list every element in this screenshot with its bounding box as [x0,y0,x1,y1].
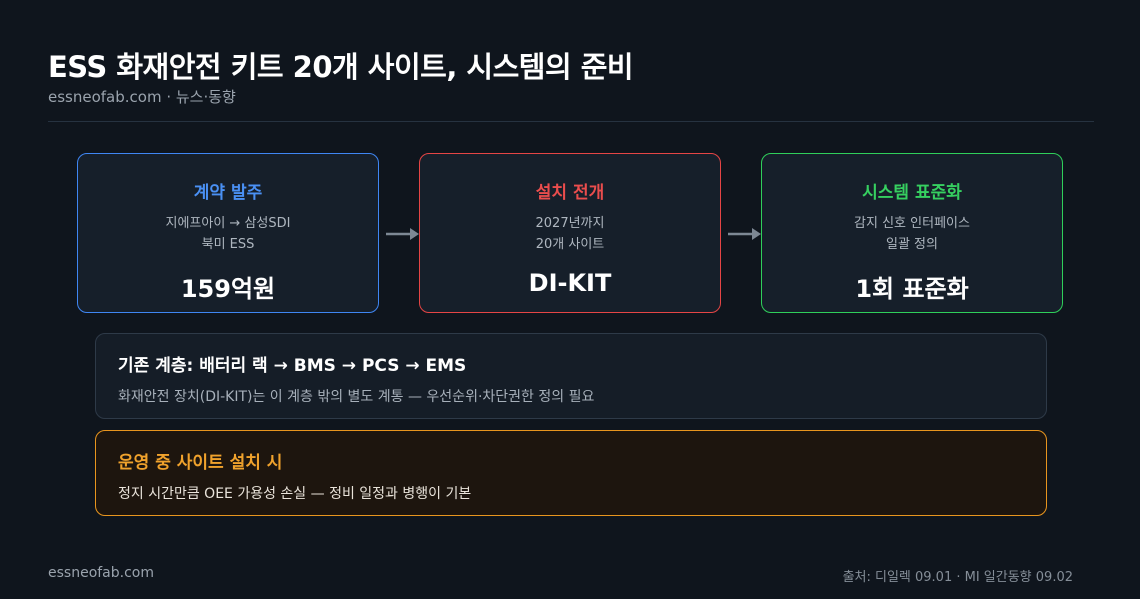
arrow-right-icon [728,228,761,240]
flow-card-contract: 계약 발주 지에프아이 → 삼성SDI 북미 ESS 159억원 [77,153,379,313]
flow-card-value: 159억원 [180,275,276,303]
flow-card-line: 지에프아이 → 삼성SDI [165,216,291,231]
flow-card-line: 북미 ESS [201,237,255,252]
warning-body: 정지 시간만큼 OEE 가용성 손실 — 정비 일정과 병행이 기본 [118,486,472,502]
warning-heading: 운영 중 사이트 설치 시 [118,453,283,473]
flow-card-line: 20개 사이트 [535,237,605,252]
flow-card-line: 일괄 정의 [886,237,938,252]
footer-site: essneofab.com [48,565,154,581]
flow-card-standardization: 시스템 표준화 감지 신호 인터페이스 일괄 정의 1회 표준화 [761,153,1063,313]
hierarchy-info-box: 기존 계층: 배터리 랙 → BMS → PCS → EMS 화재안전 장치(D… [95,333,1047,419]
info-body: 화재안전 장치(DI-KIT)는 이 계층 밖의 별도 계통 — 우선순위·차단… [118,389,595,405]
flow-card-title: 계약 발주 [193,183,263,203]
flow-card-line: 2027년까지 [535,216,605,231]
warning-box: 운영 중 사이트 설치 시 정지 시간만큼 OEE 가용성 손실 — 정비 일정… [95,430,1047,516]
page-subtitle: essneofab.com · 뉴스·동향 [48,88,236,106]
header-divider [48,121,1094,122]
flow-card-value: 1회 표준화 [855,275,969,303]
footer-source: 출처: 디일렉 09.01 · MI 일간동향 09.02 [842,570,1073,585]
flow-card-title: 설치 전개 [535,183,605,203]
page-title: ESS 화재안전 키트 20개 사이트, 시스템의 준비 [48,50,634,84]
flow-card-value: DI-KIT [528,269,612,297]
flow-card-line: 감지 신호 인터페이스 [854,216,970,231]
info-heading: 기존 계층: 배터리 랙 → BMS → PCS → EMS [118,356,467,376]
flow-card-deployment: 설치 전개 2027년까지 20개 사이트 DI-KIT [419,153,721,313]
flow-card-title: 시스템 표준화 [862,183,962,203]
arrow-right-icon [386,228,419,240]
